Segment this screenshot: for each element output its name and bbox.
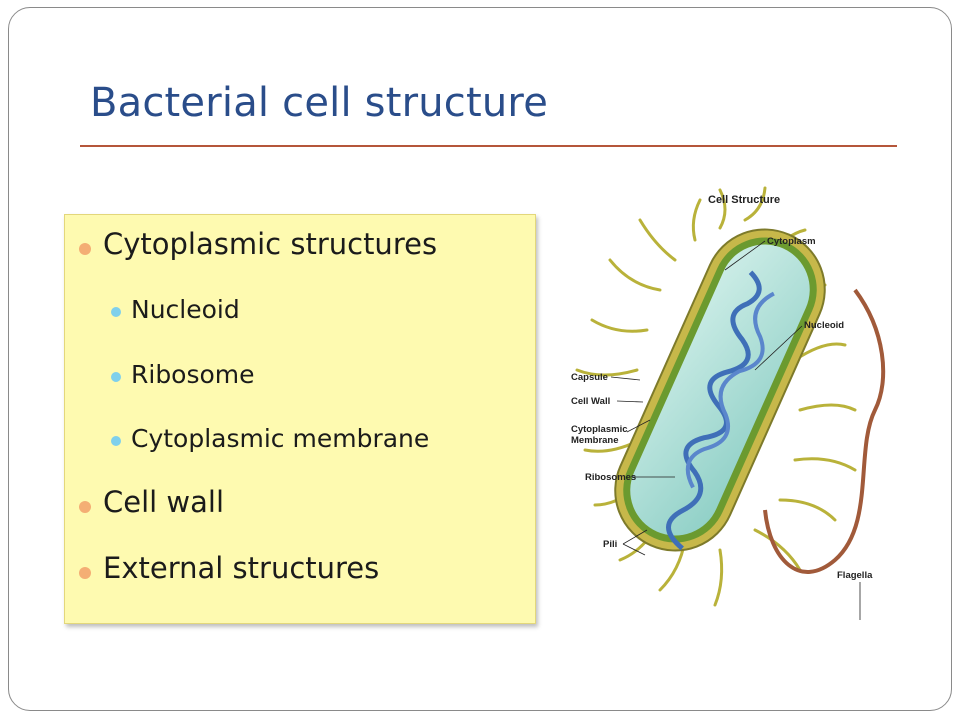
bullet-box: Cytoplasmic structures Nucleoid Ribosome… (64, 214, 536, 624)
label-ribosomes: Ribosomes (585, 472, 636, 483)
sub-bullet-dot-icon (111, 436, 121, 446)
label-cytoplasm: Cytoplasm (767, 236, 816, 247)
sub-bullet-dot-icon (111, 372, 121, 382)
bullet-cell-wall: Cell wall (103, 485, 225, 519)
flagellum (763, 288, 886, 574)
bullet-external-structures: External structures (103, 551, 380, 585)
bullet-dot-icon (79, 501, 91, 513)
bacterial-cell-diagram: Cell Structure Cytoplasm Nucleoid Capsul… (571, 186, 886, 620)
label-cytoplasmic-membrane-line2: Membrane (571, 435, 619, 446)
label-pili: Pili (603, 539, 617, 550)
bullet-cytoplasmic-structures: Cytoplasmic structures (103, 227, 438, 261)
slide-title: Bacterial cell structure (90, 80, 549, 126)
diagram-title: Cell Structure (708, 194, 780, 206)
label-nucleoid: Nucleoid (804, 320, 844, 331)
bullet-cytoplasmic-membrane: Cytoplasmic membrane (131, 424, 430, 453)
label-cell-wall: Cell Wall (571, 396, 610, 407)
title-underline (80, 145, 897, 147)
cell-body (614, 228, 826, 552)
sub-bullet-dot-icon (111, 307, 121, 317)
label-cytoplasmic-membrane-line1: Cytoplasmic (571, 424, 628, 435)
bullet-dot-icon (79, 243, 91, 255)
bullet-dot-icon (79, 567, 91, 579)
label-capsule: Capsule (571, 372, 608, 383)
bullet-nucleoid: Nucleoid (131, 295, 240, 324)
nucleoid-dna (666, 270, 762, 551)
bullet-ribosome: Ribosome (131, 360, 255, 389)
label-flagella: Flagella (837, 570, 873, 581)
labels: Cell Structure Cytoplasm Nucleoid Capsul… (571, 194, 873, 620)
